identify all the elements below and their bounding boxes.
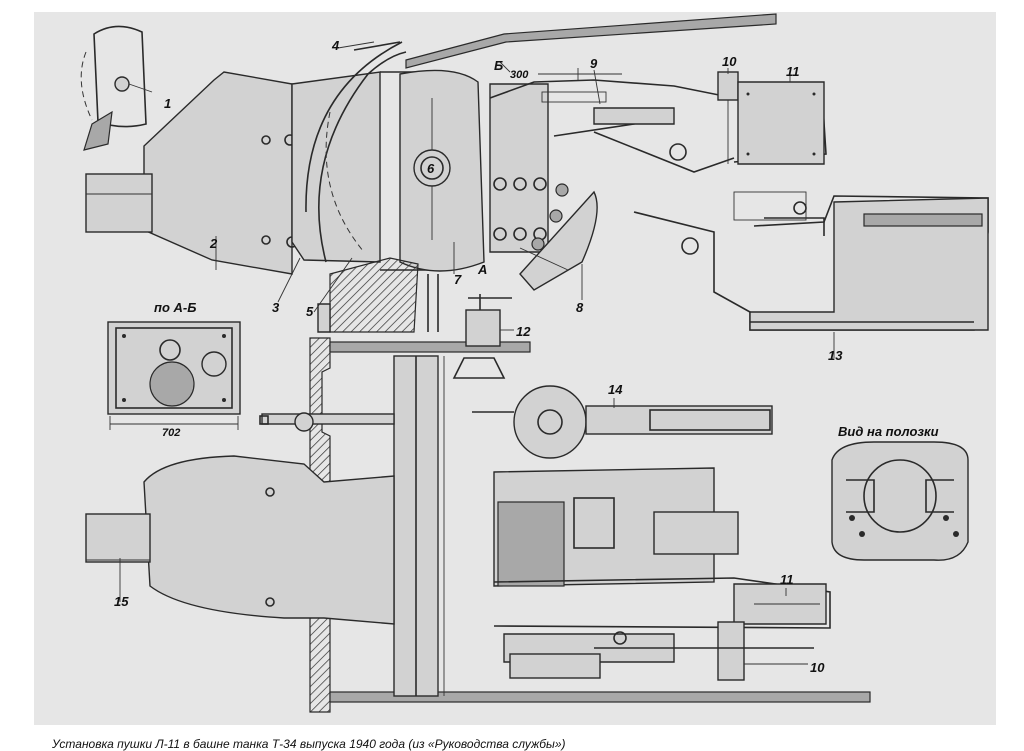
dim-702: 702 [162,427,180,439]
gun-mount-drawing: 1 2 3 4 5 6 7 8 9 10 11 12 13 14 15 10 1… [80,13,989,713]
label-10-bottom: 10 [810,660,825,675]
label-12: 12 [516,324,531,339]
section-title: по А-Б [154,300,196,315]
label-3: 3 [272,300,280,315]
gun-mount-side-view [85,13,989,333]
label-6: 6 [427,161,435,176]
label-5: 5 [306,304,314,319]
label-9: 9 [590,56,598,71]
dimension-lines [499,61,622,80]
label-13: 13 [828,348,843,363]
section-mark-b: Б [494,58,503,73]
label-1: 1 [164,96,171,111]
slides-view-title: Вид на полозки [838,424,939,439]
detail-inset-1 [80,25,153,151]
dim-300: 300 [510,69,529,81]
gun-mount-plan-view [85,294,871,713]
section-mark-a: А [477,262,487,277]
label-10-top: 10 [722,54,737,69]
label-15: 15 [114,594,129,609]
label-11-bottom: 11 [780,572,794,587]
label-2: 2 [209,236,218,251]
callout-labels: 1 2 3 4 5 6 7 8 9 10 11 12 13 14 15 10 1… [114,38,939,675]
drawing-sheet: 1 2 3 4 5 6 7 8 9 10 11 12 13 14 15 10 1… [34,12,996,725]
label-8: 8 [576,300,584,315]
label-4: 4 [331,38,340,53]
label-14: 14 [608,382,623,397]
label-11-top: 11 [786,64,800,79]
figure-caption: Установка пушки Л-11 в башне танка Т-34 … [52,737,566,751]
slides-view [831,441,969,561]
section-view-a-b [107,321,241,430]
leader-lines [119,41,835,665]
label-7: 7 [454,272,462,287]
